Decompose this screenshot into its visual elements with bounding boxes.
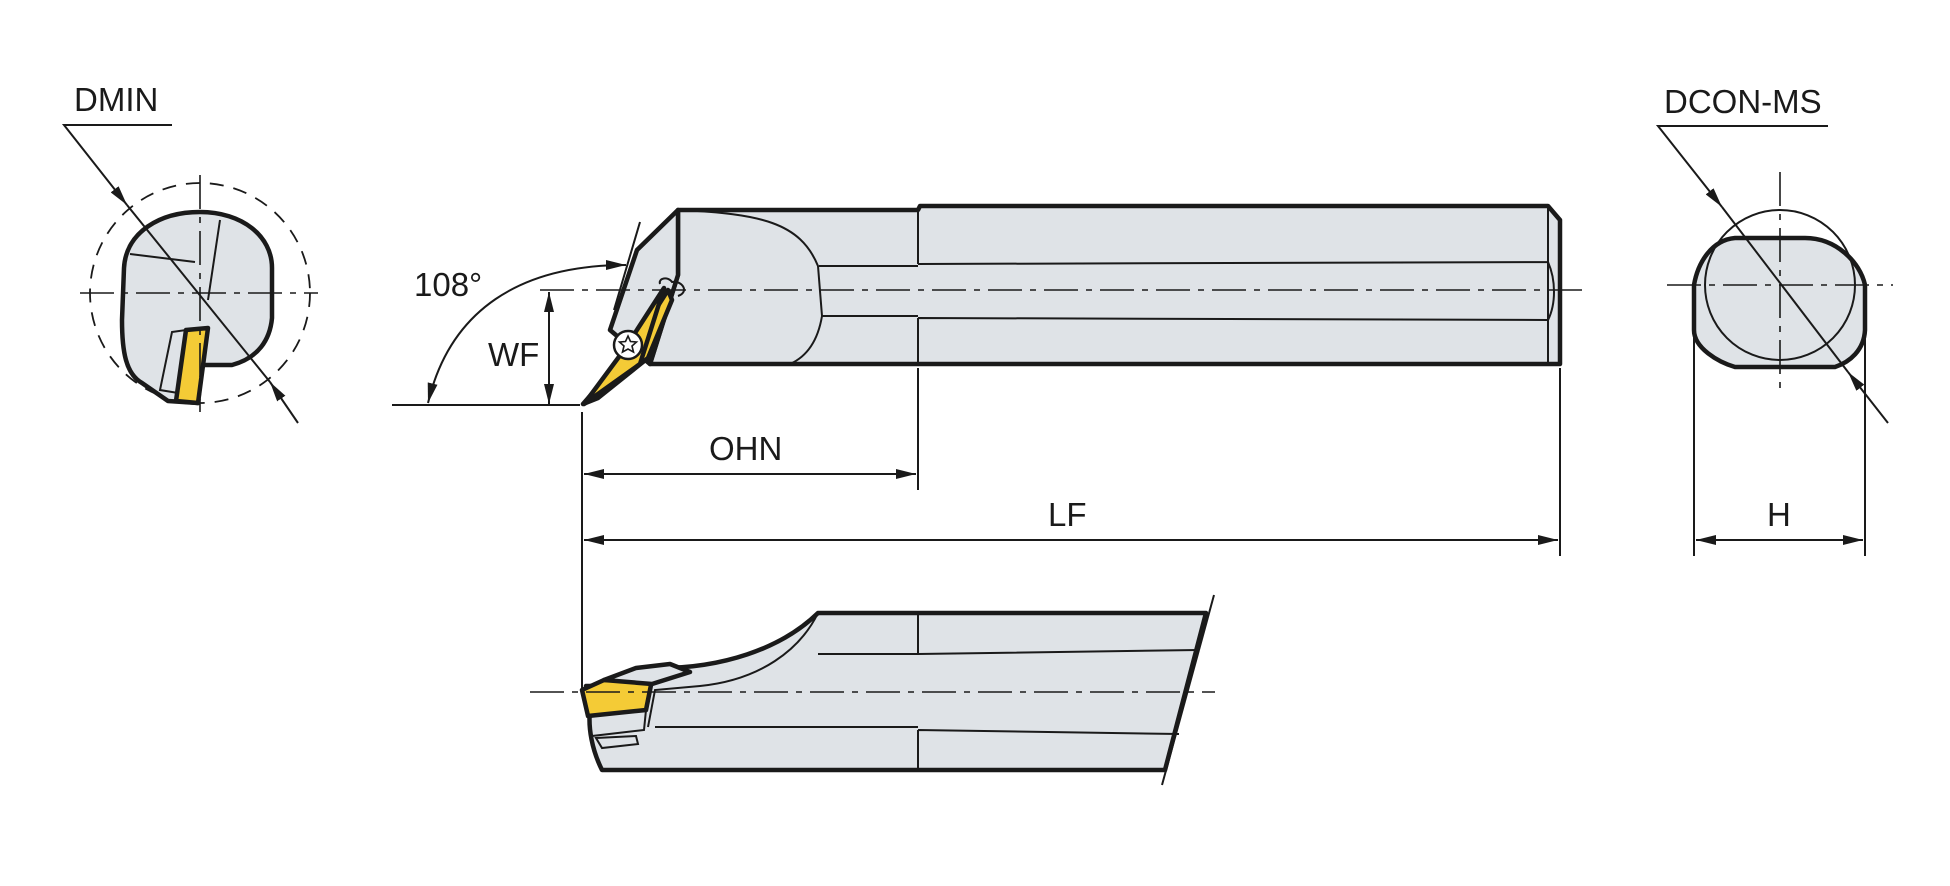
break-line	[1161, 594, 1215, 786]
dmin-label: DMIN	[74, 81, 158, 118]
dcon-label: DCON-MS	[1664, 83, 1822, 120]
side-view-chipbreaker	[601, 661, 693, 687]
dmin-leader-tail	[269, 381, 299, 424]
dcon-diagonal	[1721, 206, 1849, 373]
clamp-pin	[658, 277, 685, 297]
h-label: H	[1767, 496, 1791, 533]
top-view-neck-curve	[679, 209, 824, 365]
ohn-label: OHN	[709, 430, 782, 467]
side-view-insert	[579, 677, 655, 719]
dcon-leader	[1655, 125, 1828, 208]
side-view	[530, 594, 1215, 786]
wf-label: WF	[488, 336, 539, 373]
dcon-leader-tail	[1847, 371, 1889, 424]
dmin-diagonal	[126, 204, 271, 383]
top-view-insert-outline	[581, 285, 667, 407]
angle-arc	[427, 260, 627, 404]
side-view-steps	[655, 613, 1199, 770]
length-dimensions: OHN LF	[581, 368, 1561, 690]
side-view-seat	[586, 708, 648, 750]
top-view-steps	[819, 206, 1549, 364]
angle-label: 108°	[414, 266, 482, 303]
front-view-inner-lines	[129, 219, 221, 301]
front-end-view: DMIN	[61, 81, 318, 424]
shank-end-view: DCON-MS H	[1655, 83, 1893, 556]
side-view-neck-curve	[647, 612, 819, 728]
front-view-body	[119, 209, 275, 406]
dmin-leader	[61, 124, 172, 206]
top-view-end-chamfer	[1547, 261, 1555, 321]
lf-label: LF	[1048, 496, 1087, 533]
top-view: 108° WF	[392, 203, 1585, 407]
